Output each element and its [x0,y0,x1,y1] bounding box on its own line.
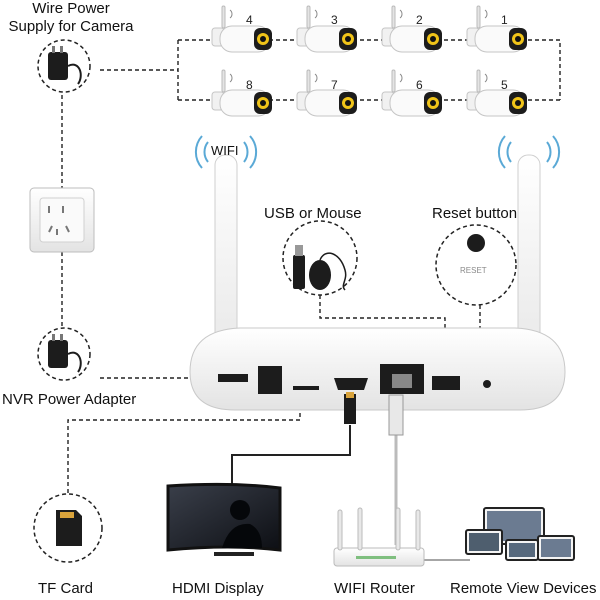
camera-number-1: 1 [501,13,508,27]
dc-power-plug [218,374,248,382]
tf-card-label: TF Card [38,580,94,597]
nvr-power-adapter-label: NVR Power Adapter [2,391,137,408]
camera-number-7: 7 [331,78,338,92]
remote-view-devices-label: Remote View Devices [450,580,597,597]
wifi-label: WIFI [211,143,239,158]
camera-power-adapter [37,39,91,93]
hdmi-cable-connector [344,392,356,424]
hdmi-display-monitor [166,482,282,556]
tf-card-callout [33,493,103,563]
nvr-power-adapter [37,327,91,381]
camera-3 [296,5,357,53]
camera-4 [211,5,272,53]
camera-number-8: 8 [246,78,253,92]
camera-2 [381,5,442,53]
camera-1 [466,5,527,53]
camera-number-2: 2 [416,13,423,27]
wall-socket [29,187,95,253]
nvr-recorder [189,327,566,411]
camera-7 [296,69,357,117]
camera-number-4: 4 [246,13,253,27]
camera-6 [381,69,442,117]
camera-5 [466,69,527,117]
camera-number-3: 3 [331,13,338,27]
remote-view-devices [465,507,575,561]
wifi-router-label: WIFI Router [334,580,415,597]
usb-mouse-label: USB or Mouse [264,205,362,222]
wifi-router [333,507,425,567]
wifi-signal-right-icon [497,135,561,169]
reset-button-label: Reset button [432,205,518,222]
camera-group [211,5,527,117]
camera-number-5: 5 [501,78,508,92]
camera-number-6: 6 [416,78,423,92]
camera-8 [211,69,272,117]
wire-power-supply-label: Wire Power Supply for Camera [8,0,134,35]
reset-button-callout [435,224,517,306]
hdmi-display-label: HDMI Display [172,580,264,597]
usb-mouse-callout [282,220,358,296]
ethernet-cable-connector [388,394,404,436]
reset-silkscreen-text: RESET [460,266,487,275]
wifi-signal-left-icon [194,135,258,169]
